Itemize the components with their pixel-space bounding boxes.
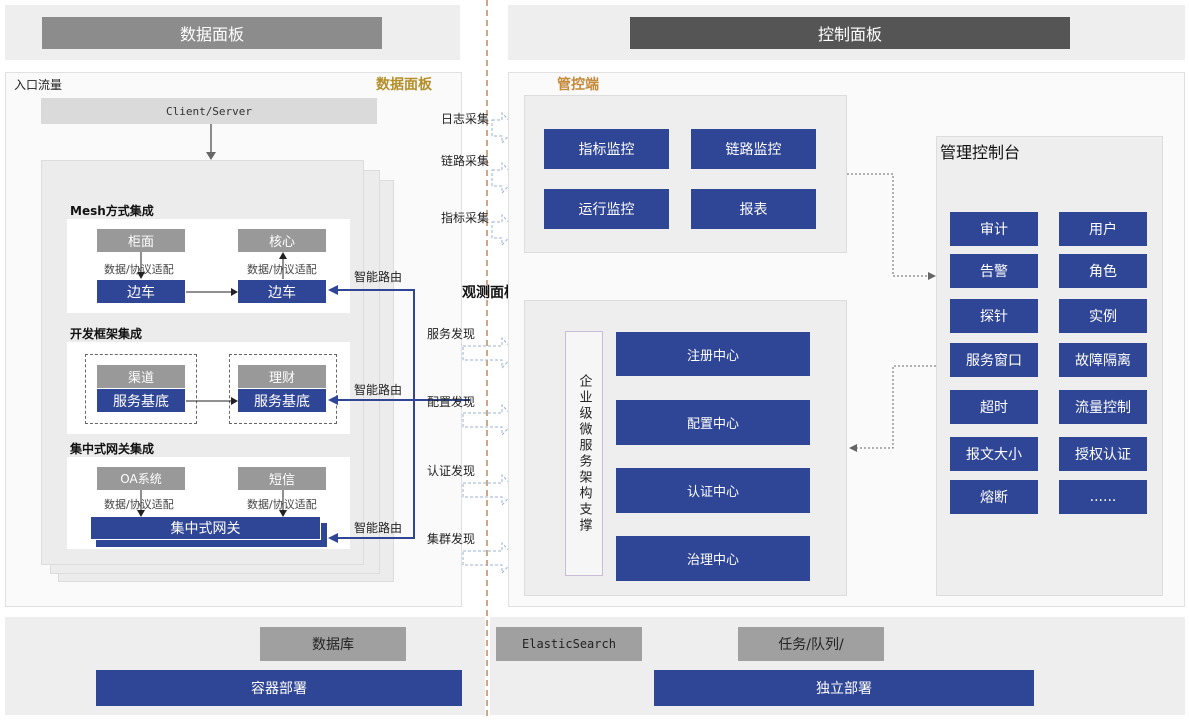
console-role[interactable]: 角色 <box>1059 254 1147 288</box>
registry-center: 注册中心 <box>616 332 810 376</box>
database-box: 数据库 <box>260 627 406 661</box>
trace-monitor-button[interactable]: 链路监控 <box>691 129 816 169</box>
discover-auth: 认证发现 <box>427 464 476 478</box>
client-arrow <box>206 124 216 160</box>
console-service-window[interactable]: 服务窗口 <box>950 343 1038 377</box>
console-timeout[interactable]: 超时 <box>950 390 1038 424</box>
console-user[interactable]: 用户 <box>1059 212 1147 246</box>
left-connectors <box>137 252 470 543</box>
console-flow-control[interactable]: 流量控制 <box>1059 390 1147 424</box>
task-queue-box: 任务/队列/ <box>738 627 884 661</box>
console-message-size[interactable]: 报文大小 <box>950 437 1038 471</box>
data-panel-title: 数据面板 <box>376 77 432 93</box>
framework-dashed-b <box>229 354 337 424</box>
standalone-deploy-box: 独立部署 <box>654 670 1034 706</box>
data-panel-header: 数据面板 <box>42 17 382 49</box>
gateway-node-a: OA系统 <box>97 467 185 490</box>
mesh-node-a: 柜面 <box>97 229 185 252</box>
console-probe[interactable]: 探针 <box>950 299 1038 333</box>
governance-center: 治理中心 <box>616 536 810 581</box>
console-circuit-breaker[interactable]: 熔断 <box>950 480 1038 514</box>
smart-route-3: 智能路由 <box>354 521 403 535</box>
client-server-box: Client/Server <box>41 98 377 124</box>
microservice-vertical-box: 企业级微服务架构支撑 <box>565 331 603 576</box>
mesh-title: Mesh方式集成 <box>70 204 154 218</box>
framework-title: 开发框架集成 <box>70 327 143 341</box>
smart-route-1: 智能路由 <box>354 270 403 284</box>
console-more[interactable]: ...... <box>1059 480 1147 514</box>
elasticsearch-box: ElasticSearch <box>496 627 642 661</box>
control-panel-header: 控制面板 <box>630 17 1070 49</box>
framework-dashed-a <box>85 354 197 424</box>
collect-trace: 链路采集 <box>441 154 490 168</box>
gateway-title: 集中式网关集成 <box>70 442 155 456</box>
console-title: 管理控制台 <box>940 143 1021 162</box>
framework-node-b: 理财 <box>238 365 326 388</box>
mesh-adapt-b: 数据/协议适配 <box>247 263 317 276</box>
report-button[interactable]: 报表 <box>691 189 816 229</box>
control-end-title: 管控端 <box>557 77 599 93</box>
microservice-vertical-label: 企业级微服务架构支撑 <box>576 373 592 534</box>
container-deploy-box: 容器部署 <box>96 670 462 706</box>
mesh-adapt-a: 数据/协议适配 <box>104 263 174 276</box>
mesh-sidecar-b: 边车 <box>238 280 326 303</box>
gateway-bar: 集中式网关 <box>90 516 321 540</box>
console-instance[interactable]: 实例 <box>1059 299 1147 333</box>
framework-node-a: 渠道 <box>97 365 185 388</box>
discover-cluster: 集群发现 <box>427 532 476 546</box>
auth-center: 认证中心 <box>616 468 810 513</box>
console-audit[interactable]: 审计 <box>950 212 1038 246</box>
gateway-adapt-a: 数据/协议适配 <box>104 498 174 511</box>
entry-traffic-label: 入口流量 <box>14 78 63 92</box>
framework-base-a: 服务基底 <box>97 389 185 412</box>
gateway-adapt-b: 数据/协议适配 <box>247 498 317 511</box>
config-center: 配置中心 <box>616 400 810 445</box>
console-fault-isolation[interactable]: 故障隔离 <box>1059 343 1147 377</box>
framework-base-b: 服务基底 <box>238 389 326 412</box>
observe-title: 观测面板 <box>462 285 518 301</box>
console-alert[interactable]: 告警 <box>950 254 1038 288</box>
runtime-monitor-button[interactable]: 运行监控 <box>544 189 669 229</box>
collect-metric: 指标采集 <box>441 211 490 225</box>
discover-config: 配置发现 <box>427 395 476 409</box>
gateway-node-b: 短信 <box>238 467 326 490</box>
console-authorization[interactable]: 授权认证 <box>1059 437 1147 471</box>
smart-route-2: 智能路由 <box>354 383 403 397</box>
framework-inner <box>67 342 350 434</box>
mesh-sidecar-a: 边车 <box>97 280 185 303</box>
mesh-node-b: 核心 <box>238 229 326 252</box>
metric-monitor-button[interactable]: 指标监控 <box>544 129 669 169</box>
discover-service: 服务发现 <box>427 327 476 341</box>
collect-log: 日志采集 <box>441 112 490 126</box>
